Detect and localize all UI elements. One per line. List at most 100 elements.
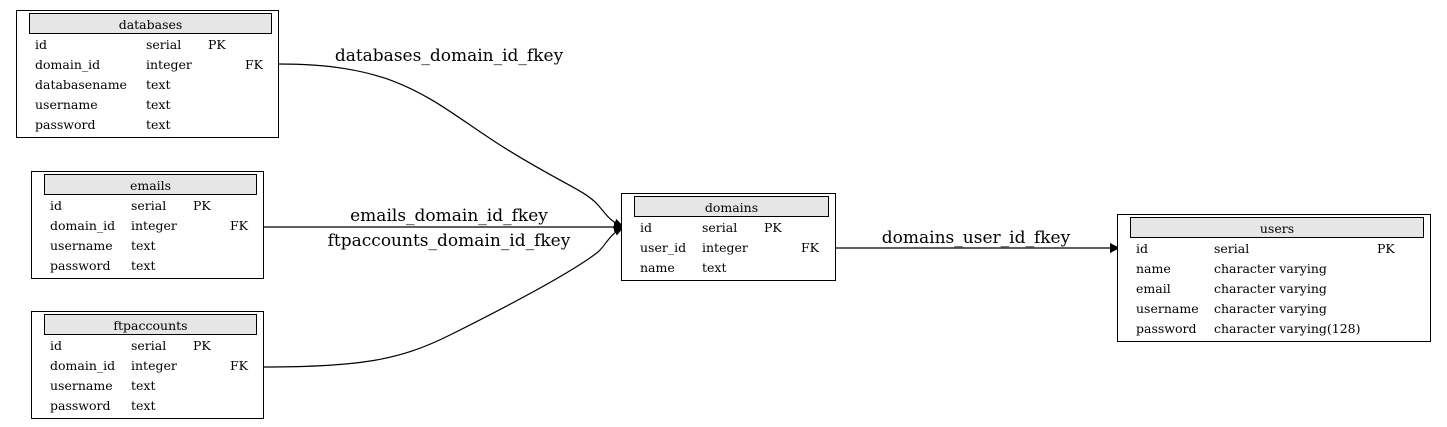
column-row: password text <box>44 256 257 276</box>
column-name: password <box>35 117 96 132</box>
table-columns-emails: id serial PK domain_id integer FK username text… <box>44 196 257 276</box>
column-key <box>1377 259 1417 279</box>
column-name: username <box>50 238 113 253</box>
edge-label-emails_domain_id_fkey: emails_domain_id_fkey <box>350 206 548 226</box>
column-row: domain_id integer FK <box>44 216 257 236</box>
column-type: integer <box>146 57 192 72</box>
column-name: username <box>1136 301 1199 316</box>
column-row: username text <box>29 95 272 115</box>
column-row: username text <box>44 236 257 256</box>
column-type: text <box>131 398 156 413</box>
column-key <box>193 376 248 396</box>
column-row: password text <box>44 396 257 416</box>
column-row: password character varying(128) <box>1130 319 1424 339</box>
column-type: text <box>702 260 727 275</box>
column-name: password <box>50 398 111 413</box>
edge-databases_domain_id_fkey <box>278 63 625 229</box>
table-title-domains: domains <box>634 196 829 217</box>
edge-label-databases_domain_id_fkey: databases_domain_id_fkey <box>334 46 564 66</box>
column-key: FK <box>244 57 263 72</box>
column-row: password text <box>29 115 272 135</box>
column-type: text <box>131 238 156 253</box>
column-key: FK <box>229 218 248 233</box>
column-key <box>208 95 263 115</box>
column-name: name <box>640 260 675 275</box>
table-title-databases: databases <box>29 13 272 34</box>
column-name: id <box>640 220 652 235</box>
column-name: id <box>50 198 62 213</box>
edge-label-ftpaccounts_domain_id_fkey: ftpaccounts_domain_id_fkey <box>327 231 571 251</box>
column-name: domain_id <box>35 57 101 72</box>
column-key <box>193 396 248 416</box>
column-type: serial <box>1214 241 1250 256</box>
column-key: PK <box>208 37 226 52</box>
column-row: id serial PK <box>1130 239 1424 259</box>
column-name: password <box>1136 321 1197 336</box>
column-name: id <box>35 37 47 52</box>
column-key <box>1377 299 1417 319</box>
column-row: name character varying <box>1130 259 1424 279</box>
column-key: PK <box>193 338 211 353</box>
column-type: character varying <box>1214 281 1327 296</box>
column-key <box>193 236 248 256</box>
column-type: character varying(128) <box>1214 321 1361 336</box>
column-name: username <box>50 378 113 393</box>
column-name: username <box>35 97 98 112</box>
column-type: integer <box>131 218 177 233</box>
column-name: domain_id <box>50 218 116 233</box>
column-name: user_id <box>640 240 687 255</box>
table-columns-databases: id serial PK domain_id integer FK databasename… <box>29 35 272 135</box>
column-name: domain_id <box>50 358 116 373</box>
column-name: id <box>1136 241 1148 256</box>
column-key <box>208 75 263 95</box>
column-row: username character varying <box>1130 299 1424 319</box>
column-row: domain_id integer FK <box>29 55 272 75</box>
table-databases: databases id serial PK domain_id integer FK dat… <box>16 10 279 138</box>
column-type: text <box>146 97 171 112</box>
table-title-ftpaccounts: ftpaccounts <box>44 314 257 335</box>
column-key: FK <box>229 358 248 373</box>
column-type: text <box>131 258 156 273</box>
column-key: PK <box>193 198 211 213</box>
column-name: name <box>1136 261 1171 276</box>
column-row: user_id integer FK <box>634 238 829 258</box>
column-type: serial <box>146 37 182 52</box>
column-type: integer <box>131 358 177 373</box>
column-key: PK <box>764 220 782 235</box>
column-key <box>1377 319 1417 339</box>
column-type: character varying <box>1214 261 1327 276</box>
table-title-users: users <box>1130 217 1424 238</box>
edge-ftpaccounts_domain_id_fkey <box>263 226 625 368</box>
column-row: domain_id integer FK <box>44 356 257 376</box>
column-key: PK <box>1377 241 1395 256</box>
column-name: password <box>50 258 111 273</box>
column-row: username text <box>44 376 257 396</box>
column-type: integer <box>702 240 748 255</box>
column-type: text <box>131 378 156 393</box>
column-key <box>208 115 263 135</box>
column-key: FK <box>800 240 819 255</box>
column-type: character varying <box>1214 301 1327 316</box>
column-row: id serial PK <box>44 196 257 216</box>
column-row: id serial PK <box>29 35 272 55</box>
column-type: text <box>146 117 171 132</box>
column-key <box>764 258 819 278</box>
edge-label-domains_user_id_fkey: domains_user_id_fkey <box>881 228 1071 248</box>
column-type: serial <box>131 198 167 213</box>
column-row: name text <box>634 258 829 278</box>
column-name: id <box>50 338 62 353</box>
column-key <box>193 256 248 276</box>
